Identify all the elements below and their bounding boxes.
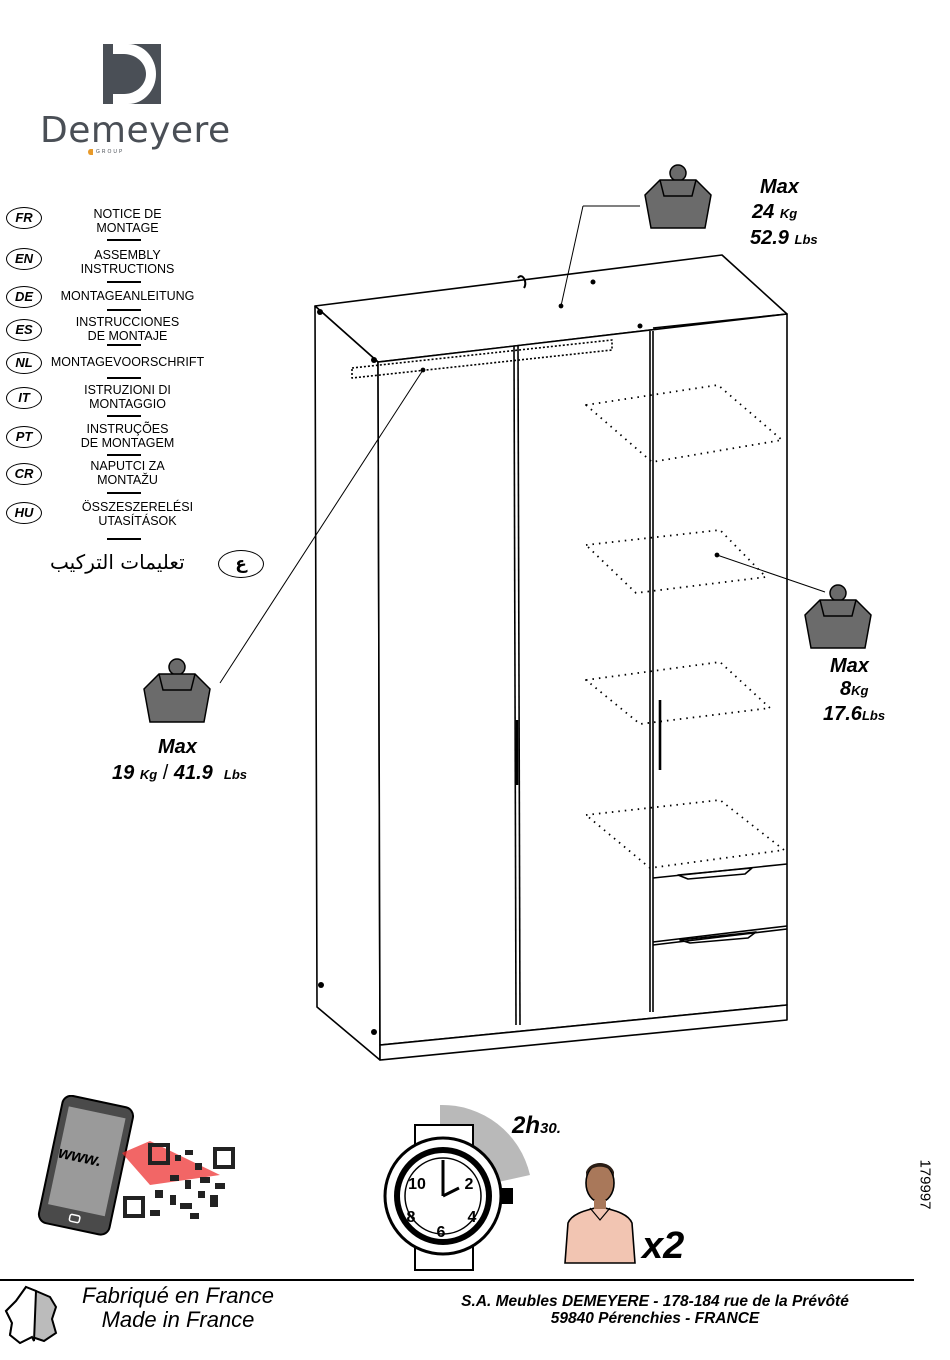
rail-load-label: Max bbox=[158, 736, 197, 758]
language-label: MONTAGEVOORSCHRIFT bbox=[50, 355, 205, 369]
france-map-icon bbox=[4, 1285, 58, 1345]
weight-icon bbox=[143, 658, 211, 723]
made-in-france-fr: Fabriqué en France bbox=[82, 1283, 274, 1308]
svg-text:10: 10 bbox=[408, 1176, 426, 1193]
qr-code-icon bbox=[123, 1143, 235, 1219]
shelf-load-kg: 8Kg bbox=[840, 678, 869, 700]
brand-logo: Demeyere GROUP bbox=[36, 40, 236, 160]
top-load-lbs: 52.9 Lbs bbox=[750, 227, 818, 249]
svg-text:2: 2 bbox=[465, 1176, 474, 1193]
divider bbox=[107, 281, 141, 283]
address-line-1: S.A. Meubles DEMEYERE - 178-184 rue de l… bbox=[461, 1293, 849, 1310]
shelf-load-label: Max bbox=[830, 655, 869, 677]
language-label: INSTRUCCIONES DE MONTAJE bbox=[75, 315, 180, 343]
language-label: ÖSSZESZERELÉSI UTASÍTÁSOK bbox=[81, 500, 194, 528]
language-badge: FR bbox=[6, 207, 42, 229]
svg-text:8: 8 bbox=[407, 1209, 416, 1226]
people-count: x2 bbox=[642, 1225, 685, 1267]
brand-tagline: GROUP bbox=[96, 149, 125, 155]
language-label: MONTAGEANLEITUNG bbox=[60, 289, 195, 303]
shelf-load-lbs: 17.6Lbs bbox=[823, 703, 886, 725]
rail-load-values: 19 Kg / 41.9 Lbs bbox=[112, 762, 248, 784]
smartphone-icon bbox=[37, 1094, 235, 1236]
language-badge: HU bbox=[6, 502, 42, 524]
language-badge: DE bbox=[6, 286, 42, 308]
language-badge: ع bbox=[218, 550, 264, 578]
language-badge: CR bbox=[6, 463, 42, 485]
logo-mark-icon bbox=[103, 44, 161, 104]
reference-number: 179997 bbox=[916, 1159, 934, 1210]
weight-icon bbox=[644, 164, 712, 229]
divider bbox=[107, 538, 141, 540]
divider bbox=[107, 239, 141, 241]
language-label: INSTRUÇÕES DE MONTAGEM bbox=[80, 422, 175, 450]
language-label: ISTRUZIONI DI MONTAGGIO bbox=[84, 383, 171, 411]
language-badge: NL bbox=[6, 352, 42, 374]
person-icon bbox=[564, 1163, 636, 1264]
brand-name: Demeyere bbox=[40, 110, 231, 151]
watch-icon: 10 2 8 4 6 bbox=[383, 1104, 530, 1271]
svg-text:6: 6 bbox=[437, 1224, 446, 1241]
language-badge: IT bbox=[6, 387, 42, 409]
assembly-time: 2h30. bbox=[512, 1112, 561, 1139]
divider bbox=[107, 415, 141, 417]
svg-text:4: 4 bbox=[468, 1209, 477, 1226]
divider bbox=[107, 344, 141, 346]
top-load-kg: 24 Kg bbox=[752, 201, 798, 223]
brand-accent-icon bbox=[88, 149, 93, 155]
address-line-2: 59840 Pérenchies - FRANCE bbox=[550, 1310, 760, 1327]
reference-number-wrap: 179997 bbox=[916, 1150, 936, 1220]
divider bbox=[107, 492, 141, 494]
made-in-france-en: Made in France bbox=[101, 1307, 255, 1332]
divider bbox=[107, 309, 141, 311]
language-label: NOTICE DE MONTAGE bbox=[93, 207, 162, 235]
top-load-label: Max bbox=[760, 176, 799, 198]
language-badge: EN bbox=[6, 248, 42, 270]
qr-scan-graphic: www. bbox=[30, 1094, 260, 1240]
divider bbox=[107, 454, 141, 456]
language-label: تعليمات التركيب bbox=[50, 550, 185, 574]
language-item-ar: تعليمات التركيب ع bbox=[48, 550, 268, 578]
language-label: ASSEMBLY INSTRUCTIONS bbox=[80, 248, 175, 276]
language-badge: ES bbox=[6, 319, 42, 341]
weight-icon bbox=[804, 584, 872, 649]
footer-divider bbox=[0, 1279, 914, 1281]
language-badge: PT bbox=[6, 426, 42, 448]
language-label: NAPUTCI ZA MONTAŽU bbox=[90, 459, 165, 487]
wardrobe-illustration bbox=[143, 164, 872, 1061]
divider bbox=[107, 377, 141, 379]
